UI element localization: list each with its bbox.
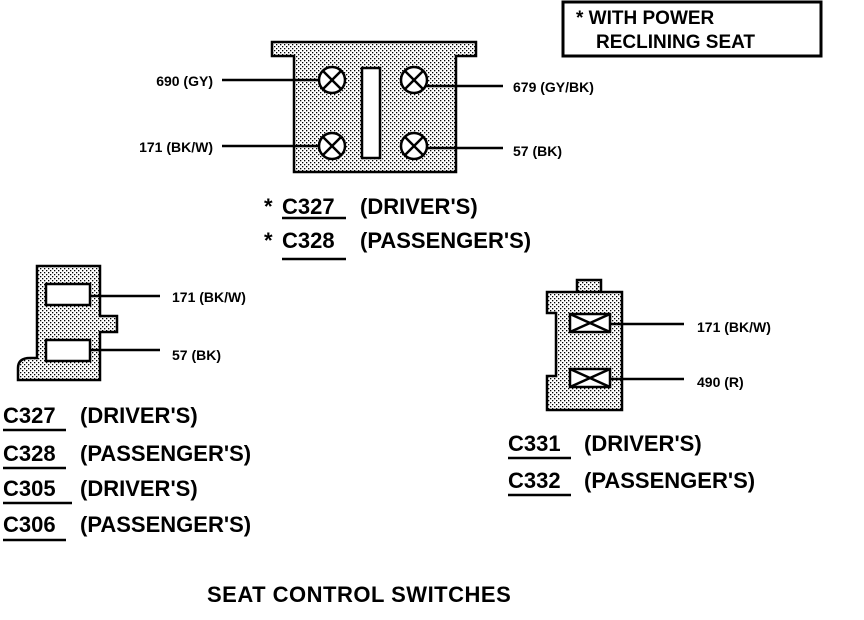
top-connector-pin-bottom-left (317, 131, 347, 161)
wire-label-57-bk-left: 57 (BK) (172, 347, 221, 363)
right-connector: 171 (BK/W) 490 (R) C331 (DRIVER'S) C332 … (508, 278, 771, 497)
wire-label-171-bkw-right: 171 (BK/W) (697, 319, 771, 335)
connector-label-c327-left: C327 (DRIVER'S) (3, 403, 198, 432)
svg-text:C332: C332 (508, 468, 561, 493)
top-connector-pin-top-right (399, 65, 429, 95)
connector-label-c305: C305 (DRIVER'S) (3, 476, 198, 505)
right-connector-body (545, 290, 624, 412)
svg-text:C305: C305 (3, 476, 56, 501)
connector-label-c332: C332 (PASSENGER'S) (508, 468, 755, 497)
left-connector-body (16, 264, 119, 382)
note-line-2: RECLINING SEAT (596, 32, 755, 53)
svg-text:(PASSENGER'S): (PASSENGER'S) (584, 468, 755, 493)
svg-text:C331: C331 (508, 431, 561, 456)
wire-label-490-r: 490 (R) (697, 374, 744, 390)
svg-text:(PASSENGER'S): (PASSENGER'S) (80, 441, 251, 466)
svg-text:C328: C328 (282, 228, 335, 253)
connector-label-c306: C306 (PASSENGER'S) (3, 512, 251, 542)
connector-label-c328-top: * C328 (PASSENGER'S) (264, 228, 531, 261)
svg-text:(DRIVER'S): (DRIVER'S) (80, 476, 198, 501)
right-connector-pin-bottom (568, 367, 612, 389)
svg-text:(DRIVER'S): (DRIVER'S) (360, 194, 478, 219)
connector-label-c331: C331 (DRIVER'S) (508, 431, 702, 460)
svg-text:(PASSENGER'S): (PASSENGER'S) (360, 228, 531, 253)
top-connector-pin-top-left (317, 65, 347, 95)
svg-text:C327: C327 (282, 194, 335, 219)
top-connector-slot (360, 66, 382, 160)
svg-text:C327: C327 (3, 403, 56, 428)
left-connector-pin-bottom (44, 338, 92, 363)
svg-text:C328: C328 (3, 441, 56, 466)
note-line-1: * WITH POWER (576, 8, 715, 29)
wire-label-690-gy: 690 (GY) (156, 73, 213, 89)
svg-text:C306: C306 (3, 512, 56, 537)
wire-label-679-gybk: 679 (GY/BK) (513, 79, 594, 95)
note-box: * WITH POWER RECLINING SEAT (561, 0, 823, 58)
diagram-title: SEAT CONTROL SWITCHES (207, 582, 511, 607)
svg-text:*: * (264, 228, 273, 253)
connector-label-c327-top: * C327 (DRIVER'S) (264, 194, 478, 220)
svg-text:*: * (264, 194, 273, 219)
svg-text:(PASSENGER'S): (PASSENGER'S) (80, 512, 251, 537)
left-connector-pin-top (44, 282, 92, 307)
wire-label-57-bk-top: 57 (BK) (513, 143, 562, 159)
left-connector: 171 (BK/W) 57 (BK) C327 (DRIVER'S) C328 … (3, 264, 251, 542)
svg-text:(DRIVER'S): (DRIVER'S) (80, 403, 198, 428)
right-connector-pin-top (568, 312, 612, 334)
svg-text:(DRIVER'S): (DRIVER'S) (584, 431, 702, 456)
wire-label-171-bkw-left: 171 (BK/W) (172, 289, 246, 305)
connector-label-c328-left: C328 (PASSENGER'S) (3, 441, 251, 470)
top-connector: 690 (GY) 171 (BK/W) 679 (GY/BK) 57 (BK) … (139, 40, 594, 261)
wire-label-171-bkw-top: 171 (BK/W) (139, 139, 213, 155)
top-connector-pin-bottom-right (399, 131, 429, 161)
